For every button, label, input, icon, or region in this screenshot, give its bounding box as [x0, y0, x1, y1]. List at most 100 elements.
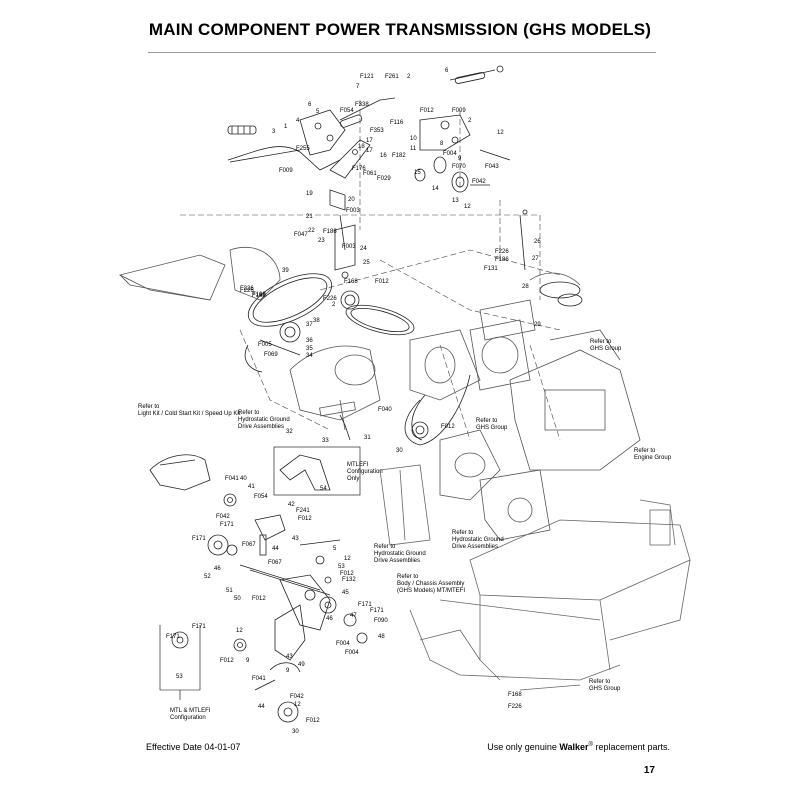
callout: 2 — [468, 118, 472, 124]
callout: 2 — [332, 302, 336, 308]
callout: 39 — [282, 268, 289, 274]
callout: 36 — [306, 338, 313, 344]
callout: 34 — [306, 353, 313, 359]
text-span: Refer to — [634, 448, 656, 454]
callout: F012 — [220, 658, 234, 664]
lower-assemblies — [149, 209, 528, 723]
callout: 15 — [414, 170, 421, 176]
callout: F171 — [220, 522, 234, 528]
callout: 9 — [286, 668, 290, 674]
text-span: Drive Assemblies — [374, 558, 420, 564]
callout: F121 — [360, 74, 374, 80]
callout: F061 — [363, 171, 377, 177]
callout: F069 — [264, 352, 278, 358]
callout: 12 — [294, 702, 301, 708]
text-span: Refer to — [452, 530, 474, 536]
callout: F353 — [370, 128, 384, 134]
callout: F131 — [484, 266, 498, 272]
chassis-frame — [379, 464, 691, 691]
callout: 21 — [306, 214, 313, 220]
callout: 11 — [410, 146, 417, 152]
callout: 41 — [248, 484, 255, 490]
callout: 16 — [380, 153, 387, 159]
callout: F176 — [352, 166, 366, 172]
text-span: Only — [347, 476, 359, 482]
text-span: Body / Chassis Assembly — [397, 581, 464, 587]
callout: 22 — [308, 228, 315, 234]
callout: 51 — [226, 588, 233, 594]
callout: 6 — [445, 68, 449, 74]
callout: F226 — [508, 704, 522, 710]
text-span: Engine Group — [634, 455, 672, 461]
callout: F005 — [258, 342, 272, 348]
callout: 9 — [246, 658, 250, 664]
callout: F241 — [296, 508, 310, 514]
callout: F054 — [340, 108, 354, 114]
callout: 37 — [306, 322, 313, 328]
callout: 4 — [296, 118, 300, 124]
text-span: Drive Assemblies — [238, 424, 284, 430]
callout: F226 — [323, 296, 337, 302]
callout: F171 — [370, 608, 384, 614]
callout: 30 — [292, 729, 299, 735]
callout: F338 — [355, 102, 369, 108]
callout: F168 — [344, 279, 358, 285]
callout: F003 — [342, 244, 356, 250]
callout: 42 — [288, 502, 295, 508]
callout: 43 — [286, 654, 293, 660]
text-span: Light Kit / Cold Start Kit / Speed Up Ki… — [138, 411, 241, 417]
callout: F116 — [390, 120, 404, 126]
callout: 46 — [326, 616, 333, 622]
page-number: 17 — [643, 765, 655, 776]
callout: 38 — [313, 318, 320, 324]
text-span: Refer to — [589, 679, 611, 685]
callout: 24 — [360, 246, 367, 252]
callout: 26 — [534, 239, 541, 245]
callout: F171 — [166, 634, 180, 640]
callout: F041 — [225, 476, 239, 482]
callout: 46 — [214, 566, 221, 572]
text-span: Refer to — [397, 574, 419, 580]
callout: F186 — [495, 257, 509, 263]
callout: F012 — [340, 571, 354, 577]
belts-pulleys — [244, 273, 583, 446]
callout: F009 — [452, 108, 466, 114]
callout: 33 — [322, 438, 329, 444]
callout: 5 — [333, 546, 337, 552]
callout: 5 — [316, 109, 320, 115]
effective-date: Effective Date 04-01-07 — [146, 742, 241, 752]
text-span: Hydrostatic Ground — [374, 551, 426, 557]
callout: 54 — [320, 486, 327, 492]
callout: F168 — [252, 293, 266, 299]
callout: F047 — [294, 232, 308, 238]
callout: F255 — [296, 146, 310, 152]
title-divider — [148, 52, 656, 53]
callout: 12 — [344, 556, 351, 562]
callout: F012 — [298, 516, 312, 522]
callout: 28 — [522, 284, 529, 290]
callout: 1 — [284, 124, 288, 130]
callout: 44 — [272, 546, 279, 552]
callout: F042 — [216, 514, 230, 520]
callout: F226 — [495, 249, 509, 255]
callout: 9 — [458, 156, 462, 162]
callout: F004 — [336, 641, 350, 647]
brand-name: Walker — [559, 742, 589, 752]
callout: F168 — [252, 292, 266, 298]
callout: F042 — [472, 179, 486, 185]
callout: F029 — [377, 176, 391, 182]
callout: F171 — [358, 602, 372, 608]
text-span: (GHS Models) MT/MTEFI — [397, 588, 465, 594]
callout: 49 — [298, 662, 305, 668]
callout: 45 — [342, 590, 349, 596]
callout: F004 — [345, 650, 359, 656]
callout: 12 — [497, 130, 504, 136]
callout: 27 — [532, 256, 539, 262]
